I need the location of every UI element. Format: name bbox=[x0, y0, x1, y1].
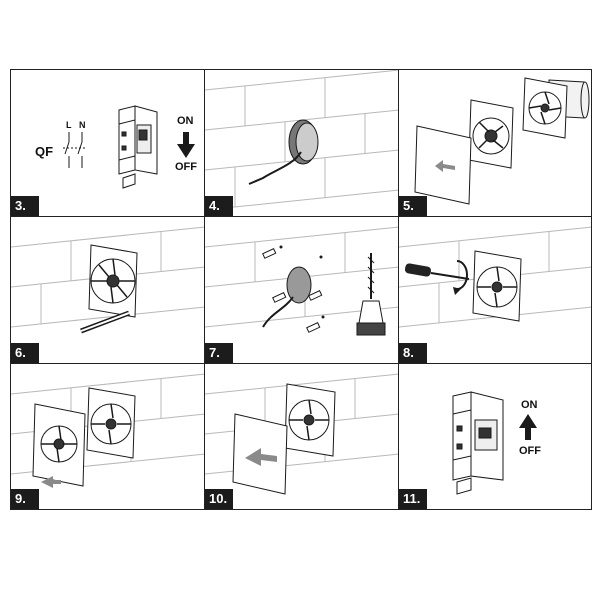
arrow-up-icon bbox=[519, 414, 537, 440]
front-panel-icon bbox=[32, 403, 86, 487]
step-number: 10. bbox=[205, 489, 234, 509]
step-panel-8: 8. bbox=[398, 216, 592, 364]
step-panel-6: 6. bbox=[10, 216, 205, 364]
electric-cable-icon bbox=[262, 296, 294, 328]
step-number: 5. bbox=[399, 196, 427, 216]
electric-cable-icon bbox=[248, 151, 302, 185]
arrow-left-icon bbox=[435, 160, 455, 172]
dowel-icon bbox=[262, 247, 323, 333]
on-label: ON bbox=[177, 115, 194, 127]
step-panel-4: 4. bbox=[204, 69, 399, 217]
l-label: L bbox=[66, 120, 72, 130]
breaker-schematic-icon bbox=[63, 132, 86, 168]
step-3-illustration: QF L N bbox=[35, 105, 197, 189]
step-panel-9: 9. bbox=[10, 363, 205, 510]
fan-icon bbox=[86, 387, 136, 459]
step-6-illustration bbox=[11, 226, 204, 334]
step-5-illustration bbox=[414, 77, 590, 205]
wall-hole-icon bbox=[288, 119, 319, 165]
on-label: ON bbox=[521, 399, 538, 411]
off-label: OFF bbox=[175, 161, 197, 173]
step-9-illustration bbox=[11, 373, 204, 488]
fan-back-frame-icon bbox=[522, 77, 568, 139]
rotation-arrow-icon bbox=[456, 260, 468, 290]
drill-icon bbox=[356, 253, 386, 336]
step-number: 4. bbox=[205, 196, 233, 216]
arrow-right-icon bbox=[41, 476, 61, 488]
arrow-down-icon bbox=[177, 132, 195, 158]
arrow-right-icon bbox=[245, 448, 277, 466]
n-label: N bbox=[79, 120, 86, 130]
step-panel-11: ON OFF 11. bbox=[398, 363, 592, 510]
step-10-illustration bbox=[205, 373, 398, 495]
qf-label: QF bbox=[35, 144, 53, 159]
step-7-illustration bbox=[205, 226, 398, 336]
step-number: 9. bbox=[11, 489, 39, 509]
instruction-sheet: QF L N bbox=[10, 69, 592, 510]
step-panel-3: QF L N bbox=[10, 69, 205, 217]
step-number: 11. bbox=[399, 489, 427, 509]
wall-hole-icon bbox=[286, 266, 312, 304]
step-panel-10: 10. bbox=[204, 363, 399, 510]
circuit-breaker-icon bbox=[118, 105, 158, 189]
step-11-illustration: ON OFF bbox=[452, 391, 541, 495]
fan-icon bbox=[284, 383, 336, 457]
fan-icon bbox=[88, 244, 138, 318]
step-number: 8. bbox=[399, 343, 427, 363]
step-8-illustration bbox=[399, 226, 591, 328]
step-panel-5: 5. bbox=[398, 69, 592, 217]
circuit-breaker-icon bbox=[452, 391, 504, 495]
fan-icon bbox=[472, 250, 522, 322]
drill-point-marks bbox=[279, 245, 325, 319]
step-4-illustration bbox=[205, 70, 398, 211]
screwdriver-icon bbox=[404, 263, 470, 280]
off-label: OFF bbox=[519, 445, 541, 457]
step-number: 7. bbox=[205, 343, 233, 363]
step-panel-7: 7. bbox=[204, 216, 399, 364]
step-number: 6. bbox=[11, 343, 39, 363]
fan-body-icon bbox=[468, 99, 514, 169]
step-number: 3. bbox=[11, 196, 39, 216]
